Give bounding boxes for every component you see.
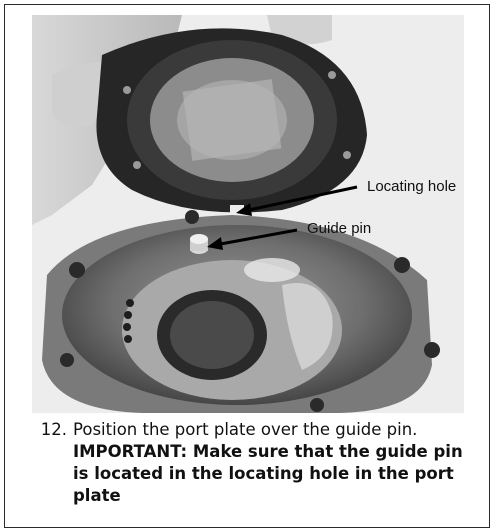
locating-hole-label: Locating hole [367,178,457,195]
port-plate [96,28,367,215]
important-note: IMPORTANT: Make sure that the guide pin … [73,442,463,505]
step-text: Position the port plate over the guide p… [73,420,418,439]
pump-housing [42,210,440,413]
assembly-photo [32,15,464,413]
instruction-step: 12. Position the port plate over the gui… [33,419,483,507]
guide-pin-label: Guide pin [307,220,372,237]
figure-frame: Locating hole Guide pin 12. Position the… [4,4,490,528]
step-number: 12. [40,420,67,439]
locating-hole-arrow [236,185,358,216]
guide-pin-arrow [207,228,298,250]
